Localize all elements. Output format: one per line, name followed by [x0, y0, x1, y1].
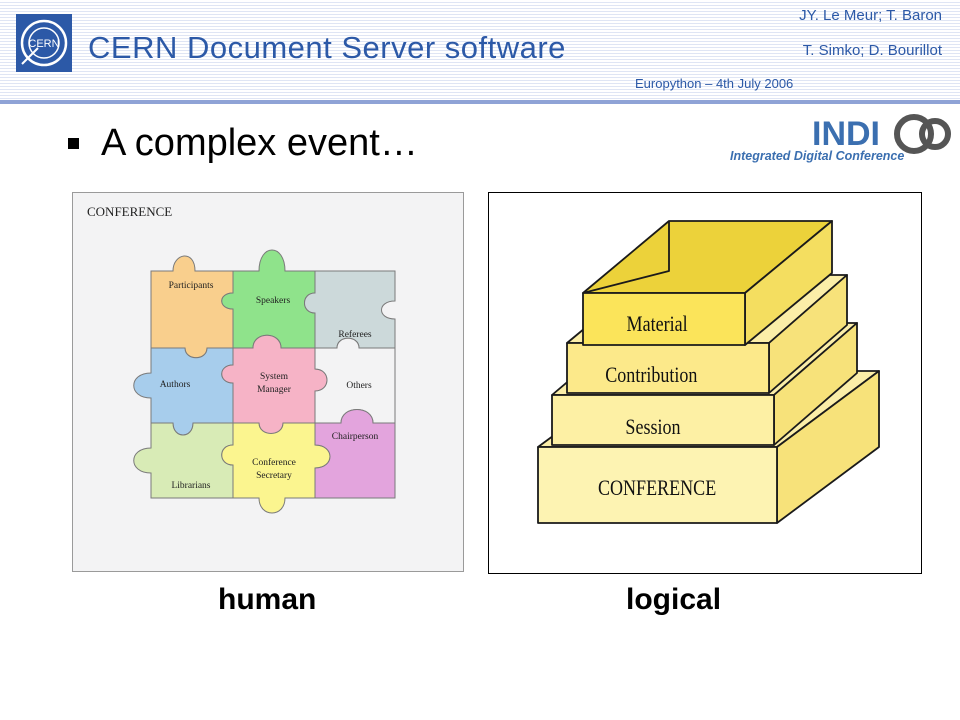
cern-logo-text: CERN [28, 38, 59, 50]
indico-logo-subtitle: Integrated Digital Conference [730, 149, 904, 163]
authors-line-2: T. Simko; D. Bourillot [802, 42, 942, 59]
puzzle-title: CONFERENCE [87, 204, 172, 219]
label-participants: Participants [169, 281, 214, 291]
authors-line-1: JY. Le Meur; T. Baron [799, 7, 942, 24]
label-speakers: Speakers [256, 296, 291, 306]
human-diagram-panel: CONFERENCE Participants Speakers Referee… [72, 192, 464, 572]
puzzle-diagram: CONFERENCE Participants Speakers Referee… [87, 204, 396, 514]
puzzle-piece-authors [133, 347, 234, 436]
layer-label-contribution: Contribution [605, 363, 697, 387]
caption-human: human [218, 583, 317, 616]
indico-logo: INDI CO Integrated Digital Conference [730, 114, 951, 163]
layer-label-conference: CONFERENCE [598, 476, 716, 500]
layer-conference-front [537, 446, 778, 524]
indico-logo-title: INDI [812, 115, 880, 153]
bullet-row: A complex event… [68, 122, 418, 165]
label-conference-secretary-2: Secretary [256, 471, 292, 481]
label-conference-secretary-1: Conference [252, 457, 296, 468]
app-title: CERN Document Server software [88, 30, 566, 65]
layer-label-material: Material [627, 312, 688, 336]
layer-contribution-front [566, 342, 770, 394]
puzzle-piece-participants [150, 255, 234, 359]
label-librarians: Librarians [171, 481, 210, 491]
label-authors: Authors [160, 380, 191, 390]
square-bullet-icon [68, 138, 79, 149]
indico-logo-co: CO [913, 141, 915, 143]
cern-logo-icon: CERN [16, 14, 72, 72]
slide-heading: A complex event… [101, 122, 418, 164]
label-system-manager-2: Manager [257, 385, 292, 395]
event-line: Europython – 4th July 2006 [635, 76, 794, 91]
layer-material-front [582, 292, 746, 346]
label-others: Others [346, 381, 372, 391]
caption-logical: logical [626, 583, 722, 616]
label-chairperson: Chairperson [332, 432, 379, 442]
slide-header [0, 0, 960, 102]
layer-label-session: Session [625, 415, 680, 439]
label-system-manager-1: System [260, 372, 289, 382]
puzzle-piece-conference-secretary [221, 422, 331, 514]
puzzle-piece-chairperson [314, 409, 396, 499]
label-referees: Referees [338, 329, 372, 340]
logical-diagram-panel: Material Contribution Session CONFERENCE [488, 192, 922, 574]
header-divider [0, 100, 960, 104]
layer-session-front [551, 394, 775, 446]
layered-boxes-diagram: Material Contribution Session CONFERENCE [537, 220, 880, 524]
